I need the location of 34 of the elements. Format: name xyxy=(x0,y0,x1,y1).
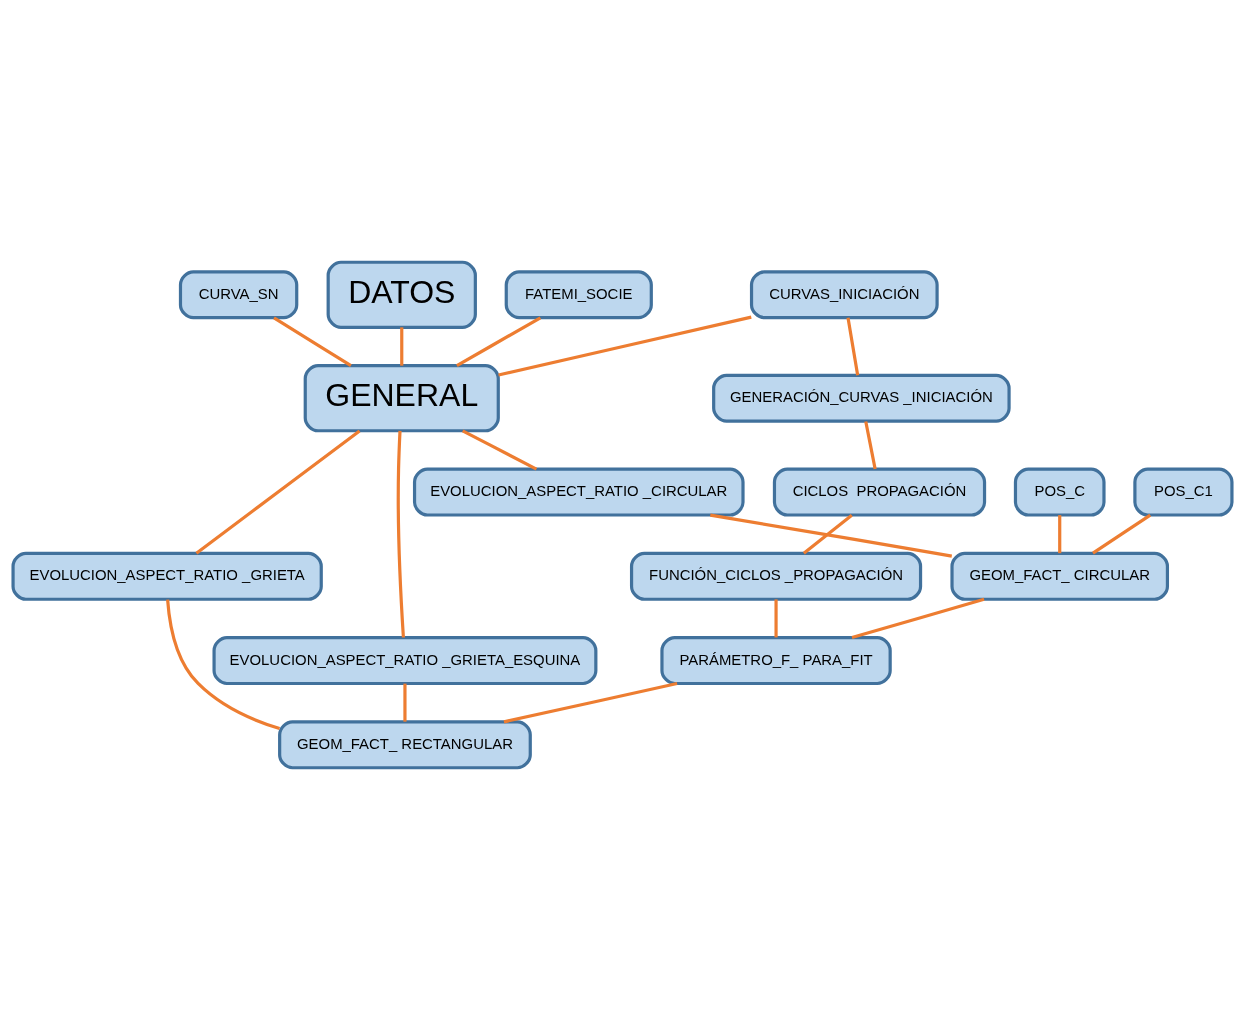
node-box: CURVA_SN xyxy=(178,270,299,320)
connector xyxy=(166,599,281,731)
connector xyxy=(396,430,405,638)
connector xyxy=(851,597,985,640)
connector xyxy=(403,683,407,722)
connector xyxy=(774,599,778,638)
connector xyxy=(1058,515,1062,554)
node-box: EVOLUCION_ASPECT_RATIO _CIRCULAR xyxy=(412,467,745,517)
node-box: DATOS xyxy=(326,260,477,329)
connector xyxy=(456,316,542,367)
node-box: GENERACIÓN_CURVAS _INICIACIÓN xyxy=(712,373,1011,423)
node-box: POS_C1 xyxy=(1133,467,1234,517)
node-box: CURVAS_INICIACIÓN xyxy=(749,270,939,320)
connector xyxy=(1092,513,1152,555)
node-box: EVOLUCION_ASPECT_RATIO _GRIETA_ESQUINA xyxy=(212,636,598,686)
connector xyxy=(400,327,404,366)
connector xyxy=(864,421,877,470)
connector xyxy=(273,316,352,367)
connector xyxy=(710,513,953,558)
connector xyxy=(503,681,678,724)
node-box: FUNCIÓN_CICLOS _PROPAGACIÓN xyxy=(629,551,923,601)
node-box: GEOM_FACT_ RECTANGULAR xyxy=(278,720,532,770)
node-box: GENERAL xyxy=(303,364,500,433)
connector xyxy=(846,317,860,376)
node-box: PARÁMETRO_F_ PARA_FIT xyxy=(660,636,892,686)
node-box: CICLOS PROPAGACIÓN xyxy=(772,467,987,517)
node-box: EVOLUCION_ASPECT_RATIO _GRIETA xyxy=(11,551,323,601)
node-box: FATEMI_SOCIE xyxy=(504,270,653,320)
connector xyxy=(461,429,538,471)
node-box: POS_C xyxy=(1013,467,1106,517)
connector xyxy=(195,429,361,555)
connector xyxy=(498,315,752,377)
node-box: GEOM_FACT_ CIRCULAR xyxy=(950,551,1170,601)
connector xyxy=(802,513,853,555)
